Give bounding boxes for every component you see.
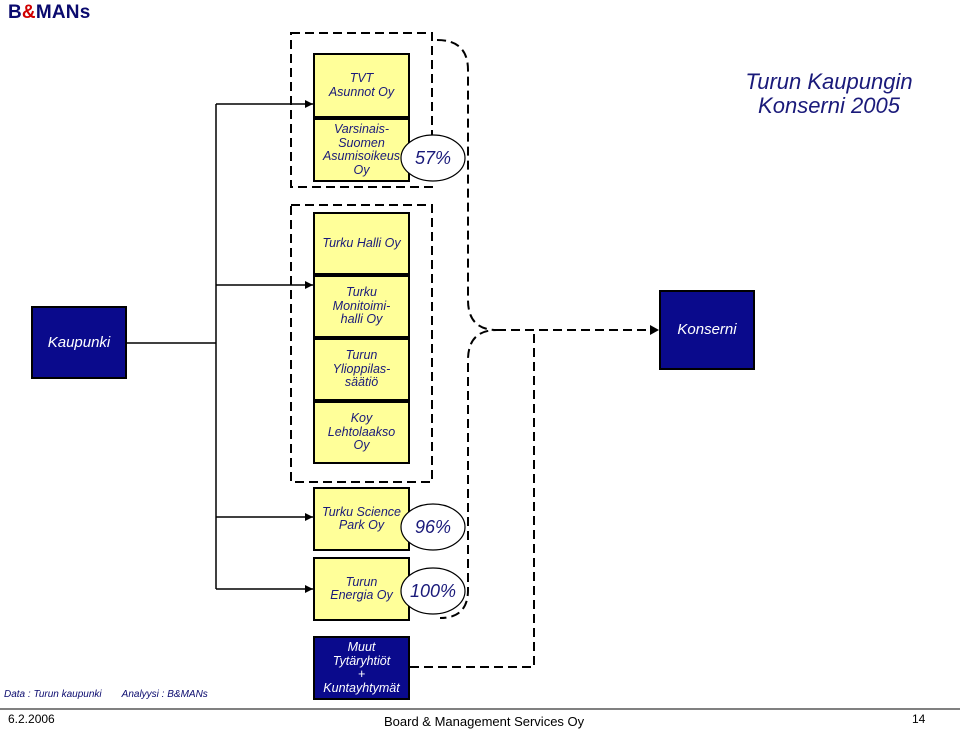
- lehtolaakso-line-3: Oy: [353, 438, 370, 453]
- title-line-2: Konserni 2005: [758, 93, 900, 118]
- varsinais-line-3: Asumisoikeus: [322, 149, 401, 163]
- pct-energia: 100%: [409, 580, 457, 601]
- konserni-box: Konserni: [659, 290, 755, 370]
- page-number: 14: [912, 712, 926, 726]
- muut-line-4: Kuntayhtymät: [323, 680, 400, 695]
- konserni-label: Konserni: [677, 321, 737, 339]
- muut-line-3: +: [357, 667, 366, 681]
- data-source-label: Data : Turun kaupunki: [4, 689, 102, 700]
- lehtolaakso-line-2: Lehtolaakso: [327, 424, 396, 439]
- page-title: Turun Kaupungin Konserni 2005: [700, 70, 958, 118]
- varsinais-line-1: Varsinais-: [333, 122, 390, 136]
- science-line-2: Park Oy: [338, 518, 385, 532]
- muut-line-2: Tytäryhtiöt: [332, 653, 391, 668]
- turku-halli-box: Turku Halli Oy: [313, 212, 410, 275]
- tvt-line-2: Asunnot Oy: [328, 84, 395, 99]
- monitoimi-line-3: halli Oy: [340, 312, 383, 327]
- ylioppilas-line-3: säätiö: [344, 375, 379, 390]
- footer-date: 6.2.2006: [8, 712, 55, 726]
- halli-line-1: Turku Halli Oy: [322, 235, 401, 250]
- muut-line-1: Muut: [347, 640, 376, 654]
- ylioppilas-line-2: Ylioppilas-: [332, 361, 391, 376]
- brand-logo: B&MANs: [8, 2, 90, 24]
- kaupunki-box: Kaupunki: [31, 306, 127, 379]
- varsinais-line-2: Suomen: [338, 135, 385, 150]
- energia-line-2: Energia Oy: [330, 588, 393, 602]
- kaupunki-label: Kaupunki: [47, 333, 111, 351]
- pct-science: 96%: [414, 516, 452, 537]
- brand-amp: &: [21, 2, 36, 23]
- varsinais-line-4: Oy: [353, 162, 370, 177]
- science-line-1: Turku Science: [322, 504, 401, 519]
- lehtolaakso-line-1: Koy: [350, 411, 373, 426]
- monitoimi-line-2: Monitoimi-: [332, 298, 391, 313]
- brand-rest: MANs: [35, 2, 91, 23]
- ylioppilas-line-1: Turun: [345, 348, 378, 363]
- tvt-line-1: TVT: [349, 71, 374, 85]
- monitoimi-line-1: Turku: [345, 285, 378, 300]
- analysis-label: Analyysi : B&MANs: [121, 689, 208, 700]
- source-note: Data : Turun kaupunki Analyysi : B&MANs: [4, 689, 208, 700]
- pct-asunnot: 57%: [414, 147, 452, 168]
- energia-line-1: Turun: [345, 574, 378, 589]
- brand-b: B: [8, 2, 22, 23]
- footer-company: Board & Management Services Oy: [384, 714, 585, 729]
- title-line-1: Turun Kaupungin: [745, 69, 913, 94]
